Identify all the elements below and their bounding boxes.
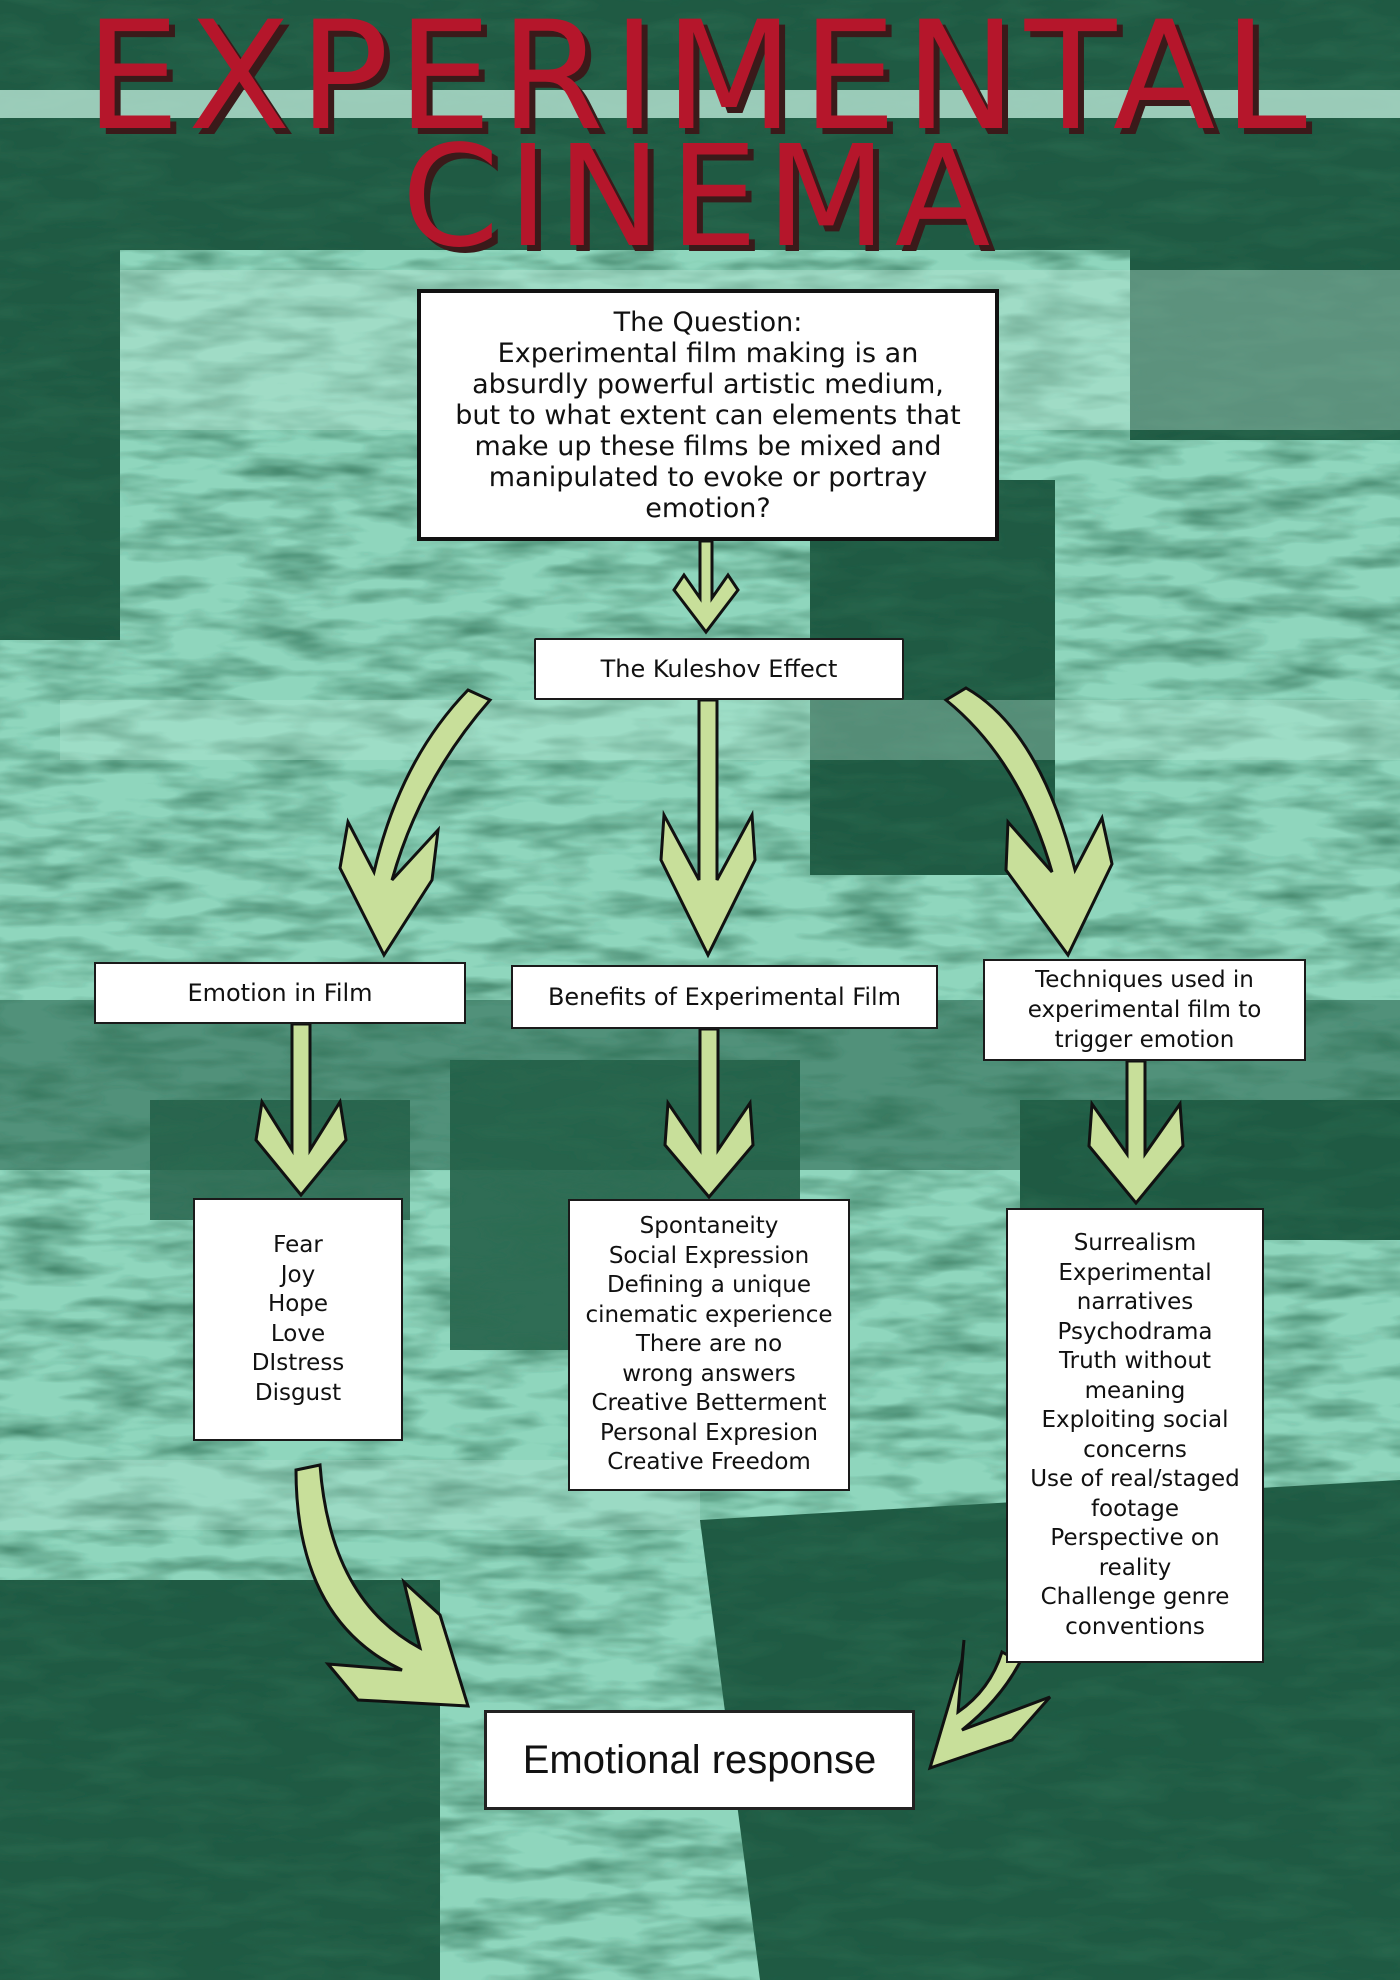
benefits-box: Benefits of Experimental Film: [511, 965, 938, 1029]
kuleshov-label: The Kuleshov Effect: [600, 655, 838, 683]
list-item: DIstress: [251, 1350, 345, 1376]
list-item: Challenge genre: [1040, 1584, 1230, 1610]
poster-title-line-1: EXPERIMENTAL: [85, 0, 1315, 164]
techniques-line: experimental film to: [1027, 997, 1262, 1023]
question-line: make up these films be mixed and: [474, 430, 942, 462]
techniques-list-box: Surrealism Experimental narratives Psych…: [1006, 1208, 1264, 1663]
emotions-list-box: Fear Joy Hope Love DIstress Disgust: [193, 1198, 403, 1441]
list-item: footage: [1090, 1495, 1180, 1522]
benefits-label: Benefits of Experimental Film: [547, 983, 902, 1011]
benefits-list-box: Spontaneity Social Expression Defining a…: [568, 1199, 850, 1491]
list-item: Surrealism: [1073, 1230, 1197, 1256]
list-item: Truth without: [1058, 1348, 1212, 1374]
techniques-box: Techniques used in experimental film to …: [983, 959, 1306, 1061]
list-item: Disgust: [254, 1379, 342, 1406]
list-item: cinematic experience: [585, 1301, 833, 1328]
list-item: Love: [270, 1320, 326, 1347]
list-item: concerns: [1083, 1436, 1187, 1463]
question-heading: The Question:: [613, 306, 803, 338]
question-line: but to what extent can elements that: [455, 399, 961, 431]
list-item: Experimental: [1058, 1259, 1212, 1286]
list-item: Spontaneity: [639, 1213, 779, 1240]
emotion-in-film-box: Emotion in Film: [94, 962, 466, 1024]
list-item: Creative Betterment: [591, 1390, 827, 1417]
list-item: conventions: [1065, 1613, 1205, 1640]
list-item: Perspective on: [1050, 1525, 1220, 1551]
list-item: Social Expression: [608, 1242, 810, 1269]
techniques-line: Techniques used in: [1035, 967, 1254, 993]
list-item: Fear: [273, 1232, 323, 1258]
emotional-response-box: Emotional response: [484, 1710, 915, 1810]
techniques-line: trigger emotion: [1054, 1027, 1235, 1053]
emotion-in-film-label: Emotion in Film: [187, 979, 373, 1007]
list-item: Defining a unique: [606, 1272, 812, 1299]
question-line: absurdly powerful artistic medium,: [472, 368, 944, 400]
question-line: Experimental film making is an: [497, 337, 919, 369]
list-item: wrong answers: [622, 1360, 796, 1387]
list-item: reality: [1098, 1554, 1172, 1581]
list-item: Psychodrama: [1057, 1318, 1213, 1345]
list-item: Joy: [280, 1261, 316, 1288]
kuleshov-effect-box: The Kuleshov Effect: [534, 638, 904, 700]
list-item: narratives: [1076, 1289, 1194, 1315]
list-item: Personal Expresion: [600, 1419, 818, 1446]
question-box: The Question: Experimental film making i…: [417, 289, 999, 541]
list-item: Hope: [267, 1291, 329, 1317]
emotional-response-label: Emotional response: [522, 1737, 877, 1782]
list-item: There are no: [635, 1331, 783, 1358]
list-item: meaning: [1084, 1377, 1186, 1404]
list-item: Use of real/staged: [1030, 1466, 1240, 1492]
question-line: emotion?: [645, 492, 771, 524]
question-line: manipulated to evoke or portray: [488, 461, 928, 493]
poster-title-line-2: CINEMA: [401, 116, 999, 279]
list-item: Exploiting social: [1041, 1407, 1229, 1433]
list-item: Creative Freedom: [607, 1449, 811, 1476]
